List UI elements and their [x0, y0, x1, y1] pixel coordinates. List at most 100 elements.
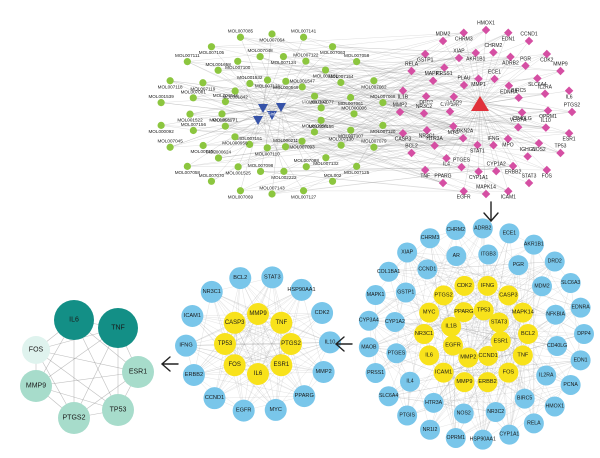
network-edge — [257, 119, 326, 158]
node-label: CYP1A1 — [469, 175, 488, 181]
network-edge — [202, 53, 426, 83]
ppi-hub-node — [414, 324, 434, 344]
hub-network-node — [200, 280, 223, 303]
network-edge — [211, 291, 305, 397]
network-edge — [406, 252, 430, 313]
hub-network-hub-node — [247, 303, 269, 325]
herb-node — [267, 111, 277, 120]
network-edge — [280, 106, 374, 148]
target-node — [524, 178, 534, 188]
network-edge — [321, 120, 403, 134]
network-edge — [305, 60, 561, 154]
network-edge — [211, 53, 426, 182]
target-node — [504, 186, 513, 196]
node-label: EGFR — [457, 195, 471, 201]
network-edge — [214, 365, 282, 399]
target-node — [420, 165, 430, 175]
network-edge — [382, 102, 454, 127]
network-edge — [332, 46, 476, 54]
network-edge — [325, 69, 454, 127]
node-label: STAT3 — [264, 274, 281, 280]
node-label: IL10 — [325, 339, 336, 345]
node-label: GSTP1 — [397, 289, 414, 295]
network-edge — [271, 152, 412, 195]
network-edge — [396, 285, 488, 354]
target-node — [395, 107, 405, 117]
network-edge — [240, 138, 464, 191]
hub-network-node — [203, 387, 226, 410]
ppi-hub-node — [433, 362, 454, 383]
network-edge — [257, 277, 273, 375]
network-edge — [356, 61, 427, 97]
network-edge — [443, 295, 501, 342]
network-edge — [170, 80, 435, 146]
network-edge — [262, 107, 268, 148]
node-label: IL4 — [406, 379, 413, 385]
network-edge — [234, 322, 324, 373]
node-label: MOL007058 — [344, 53, 370, 58]
node-label: MOL001547 — [290, 78, 316, 83]
network-edge — [375, 322, 500, 374]
network-edge — [262, 81, 286, 109]
ingredient-node — [256, 53, 264, 61]
node-label: ESR1 — [494, 338, 509, 344]
target-node — [457, 162, 466, 172]
network-edge — [187, 32, 464, 62]
ingredient-node — [207, 177, 216, 185]
node-label: MOL007045 — [157, 139, 183, 144]
network-edge — [482, 384, 571, 440]
network-edge — [382, 96, 427, 126]
network-edge — [285, 96, 454, 147]
network-edge — [218, 67, 445, 71]
node-label: XIAP — [401, 249, 413, 255]
ingredient-node — [166, 77, 174, 85]
node-label: MOL007141 — [291, 29, 317, 34]
ppi-hub-node — [512, 302, 533, 323]
target-node — [459, 80, 469, 90]
hub-network-hub-node — [280, 333, 302, 355]
node-label: ITGB3 — [481, 252, 496, 258]
node-label: DRD2 — [548, 259, 562, 265]
ppi-node — [536, 365, 557, 386]
node-label: EDNRA — [500, 89, 518, 95]
ingredient-node — [263, 76, 272, 84]
network-edge — [479, 103, 573, 113]
ingredient-node — [199, 79, 207, 87]
node-label: TNF — [111, 325, 125, 332]
node-label: CD40LG — [547, 343, 567, 349]
ingredient-node — [321, 66, 330, 74]
node-label: IL6 — [69, 317, 79, 324]
network-edge — [193, 374, 305, 397]
network-edge — [402, 90, 481, 105]
network-edge — [262, 107, 285, 172]
network-edge — [463, 312, 483, 440]
network-edge — [350, 29, 487, 98]
network-edge — [221, 107, 264, 115]
node-label: STAT1 — [470, 149, 485, 155]
target-node — [556, 66, 565, 76]
ingredient-node — [322, 154, 330, 162]
node-label: CDKN2A — [453, 129, 474, 135]
target-node — [471, 48, 481, 58]
network-edge — [185, 313, 259, 346]
network-edge — [267, 67, 445, 149]
ppi-node — [420, 419, 441, 440]
network-edge — [224, 278, 241, 345]
node-label: CHRM3 — [421, 235, 440, 241]
network-edge — [382, 125, 454, 127]
network-edge — [285, 113, 425, 147]
ingredient-node — [302, 57, 310, 65]
network-edge — [356, 90, 404, 167]
network-edge — [283, 56, 479, 79]
ingredient-node — [231, 133, 239, 141]
ppi-node — [544, 251, 565, 272]
ppi-node — [499, 424, 520, 445]
ppi-hub-node — [454, 275, 475, 296]
node-label: CYP1A2 — [487, 162, 506, 168]
ppi-node — [420, 228, 441, 249]
hub-network: STAT3HSP90AA1CDK2IL10MMP2PPARGMYCEGFRCCN… — [175, 266, 341, 422]
ppi-node — [499, 223, 520, 244]
ingredient-node — [347, 93, 355, 102]
network-edge — [193, 97, 494, 146]
node-label: PGR — [520, 56, 531, 62]
